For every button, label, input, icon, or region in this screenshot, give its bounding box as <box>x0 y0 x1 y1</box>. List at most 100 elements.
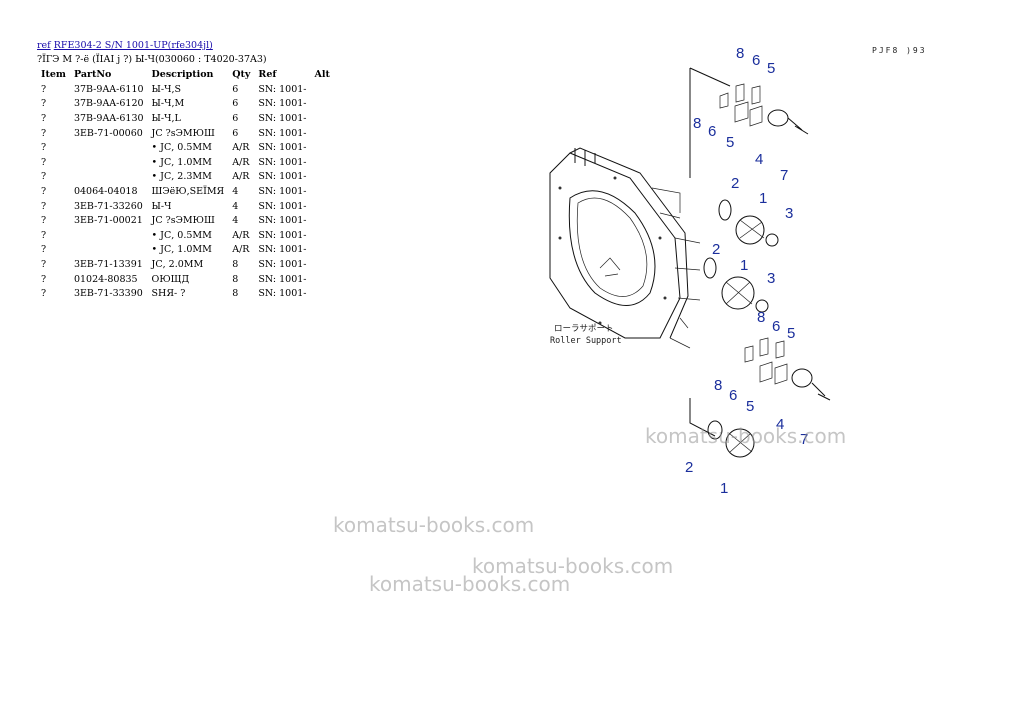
cell-description: • ЈС, 1.0MM <box>151 244 212 256</box>
header-links: ref RFE304-2 S/N 1001-UP(rfe304jl) <box>37 39 357 53</box>
svg-text:1: 1 <box>740 257 748 274</box>
cell-alt <box>311 199 334 214</box>
svg-text:8: 8 <box>693 115 701 132</box>
cell-item: ? <box>41 259 47 271</box>
parts-list-document: ref RFE304-2 S/N 1001-UP(rfe304jl) ?ЇГЭ … <box>37 39 357 302</box>
leader-line <box>689 67 731 87</box>
svg-text:3: 3 <box>785 205 793 222</box>
cell-item: ? <box>41 200 47 212</box>
svg-text:4: 4 <box>755 151 763 168</box>
cell-alt <box>311 214 334 229</box>
cell-alt <box>311 83 334 98</box>
roller-support-frame <box>549 147 701 349</box>
cell-description: ЈС, 2.0MM <box>151 259 204 271</box>
watermark: komatsu-books.com <box>472 554 674 578</box>
cell-description: • ЈС, 0.5MM <box>151 229 212 241</box>
roller-support-label-jp: ローラサポート <box>554 324 614 334</box>
cell-item: ? <box>41 244 47 256</box>
cell-ref: SN: 1001- <box>258 215 307 227</box>
svg-text:8: 8 <box>736 45 744 62</box>
svg-text:6: 6 <box>752 52 760 69</box>
cell-alt <box>311 243 334 258</box>
cell-description: SHЯ- ? <box>151 288 186 300</box>
svg-text:5: 5 <box>767 60 775 77</box>
cell-ref: SN: 1001- <box>258 127 307 139</box>
leader-line <box>689 398 716 437</box>
cell-item: ? <box>41 127 47 139</box>
cell-alt <box>311 141 334 156</box>
cell-ref: SN: 1001- <box>258 156 307 168</box>
cell-description: • ЈС, 0.5MM <box>151 142 212 154</box>
cell-partno <box>70 156 148 171</box>
cell-ref: SN: 1001- <box>258 244 307 256</box>
cell-qty: 6 <box>232 83 239 95</box>
table-header-row: Item PartNo Description Qty Ref Alt <box>37 68 334 83</box>
svg-text:1: 1 <box>720 480 728 497</box>
cell-partno: 3EB-71-13391 <box>73 259 143 271</box>
table-row: ? • ЈС, 1.0MM A/R SN: 1001- <box>37 243 334 258</box>
cell-item: ? <box>41 171 47 183</box>
cell-alt <box>311 156 334 171</box>
cell-description: ШЭёЮ,SЕЇМЯ <box>151 186 225 198</box>
cell-partno: 3EB-71-33260 <box>73 200 143 212</box>
cell-partno: 37B-9AA-6110 <box>73 83 144 95</box>
svg-text:8: 8 <box>714 377 722 394</box>
cell-partno <box>70 170 148 185</box>
cell-item: ? <box>41 98 47 110</box>
svg-text:7: 7 <box>780 167 788 184</box>
cell-qty: 4 <box>232 186 239 198</box>
svg-text:5: 5 <box>746 398 754 415</box>
col-header-description: Description <box>151 69 214 81</box>
cell-item: ? <box>41 83 47 95</box>
cell-qty: 6 <box>232 127 239 139</box>
svg-text:8: 8 <box>757 309 765 326</box>
cell-description: Ы-Ч,L <box>151 113 181 125</box>
watermark: komatsu-books.com <box>369 572 571 596</box>
section-subtitle: ?ЇГЭ М ?-ё (ЇІАІ ј ?) Ы-Ч(030060 : T4020… <box>37 54 267 65</box>
cell-description: Ы-Ч,M <box>151 98 185 110</box>
cell-qty: A/R <box>232 229 250 241</box>
svg-text:4: 4 <box>776 416 784 433</box>
cell-qty: 8 <box>232 259 239 271</box>
svg-text:5: 5 <box>787 325 795 342</box>
svg-text:6: 6 <box>772 318 780 335</box>
col-header-partno: PartNo <box>73 69 112 81</box>
cell-description: ЈС ?sЭМЮШ <box>151 215 215 227</box>
cell-item: ? <box>41 186 47 198</box>
cell-partno: 3EB-71-33390 <box>73 288 143 300</box>
ref-link[interactable]: ref <box>37 40 51 51</box>
col-header-item: Item <box>41 69 66 81</box>
cell-qty: A/R <box>232 244 250 256</box>
cell-alt <box>311 97 334 112</box>
cell-qty: A/R <box>232 156 250 168</box>
watermark: komatsu-books.com <box>645 424 847 448</box>
cell-description: Ы-Ч,S <box>151 83 181 95</box>
cell-ref: SN: 1001- <box>258 186 307 198</box>
model-link[interactable]: RFE304-2 S/N 1001-UP(rfe304jl) <box>53 40 213 51</box>
svg-text:2: 2 <box>685 459 693 476</box>
svg-text:2: 2 <box>712 241 720 258</box>
col-header-ref: Ref <box>258 69 277 81</box>
cell-item: ? <box>41 288 47 300</box>
page-code: PJF8 )93 <box>872 46 927 55</box>
lower-shim-stack <box>744 337 831 401</box>
cell-qty: 4 <box>232 215 239 227</box>
svg-text:7: 7 <box>800 431 808 448</box>
col-header-alt: Alt <box>314 69 330 81</box>
cell-alt <box>311 287 334 302</box>
svg-text:1: 1 <box>759 190 767 207</box>
cell-item: ? <box>41 215 47 227</box>
cell-alt <box>311 185 334 200</box>
cell-ref: SN: 1001- <box>258 200 307 212</box>
cell-item: ? <box>41 273 47 285</box>
cell-alt <box>311 258 334 273</box>
